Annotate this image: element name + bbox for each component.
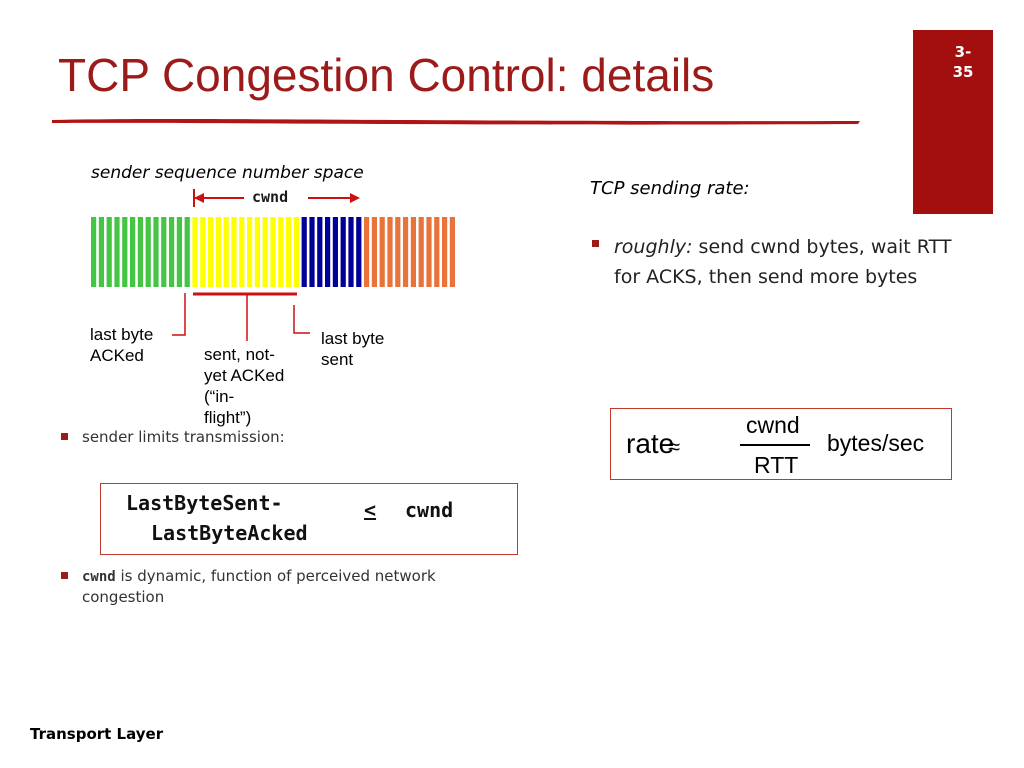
sent-segment bbox=[317, 217, 323, 287]
inequality-box bbox=[100, 483, 518, 555]
formula-numerator: cwnd bbox=[746, 412, 800, 438]
in-flight-segment bbox=[239, 217, 245, 287]
last-byte-sent-label: last byte sent bbox=[321, 329, 385, 369]
sent-segment bbox=[332, 217, 338, 287]
in-flight-segment bbox=[200, 217, 206, 287]
sent-segment bbox=[309, 217, 315, 287]
in-flight-segment bbox=[270, 217, 276, 287]
bullet-roughly: roughly: send cwnd bytes, wait RTT for A… bbox=[614, 236, 952, 288]
acked-segment bbox=[153, 217, 159, 287]
in-flight-segment bbox=[231, 217, 237, 287]
acked-segment bbox=[176, 217, 182, 287]
bullet-cwnd-dynamic: cwnd is dynamic, function of perceived n… bbox=[82, 567, 436, 606]
in-flight-segment bbox=[293, 217, 299, 287]
in-flight-segment bbox=[286, 217, 292, 287]
formula-units: bytes/sec bbox=[827, 430, 925, 456]
acked-segment bbox=[98, 217, 104, 287]
bullet-sender-limits: sender limits transmission: bbox=[82, 428, 285, 446]
acked-segment bbox=[145, 217, 151, 287]
acked-segment bbox=[161, 217, 167, 287]
in-flight-segment bbox=[223, 217, 229, 287]
in-flight-segment bbox=[247, 217, 253, 287]
in-flight-segment bbox=[192, 217, 198, 287]
unsent-segment bbox=[442, 217, 448, 287]
last-byte-acked-label: last byte ACKed bbox=[90, 325, 154, 365]
unsent-segment bbox=[418, 217, 424, 287]
acked-segment bbox=[169, 217, 175, 287]
formula-rate: rate bbox=[626, 428, 675, 459]
inequality-rhs: cwnd bbox=[405, 498, 454, 522]
cwnd-label: cwnd bbox=[252, 188, 289, 206]
formula-denominator: RTT bbox=[754, 452, 799, 478]
fraction-bar bbox=[740, 444, 810, 446]
in-flight-segment bbox=[262, 217, 268, 287]
unsent-segment bbox=[403, 217, 409, 287]
inequality-operator: < bbox=[364, 498, 377, 522]
seq-space-label: sender sequence number space bbox=[91, 163, 364, 183]
footer-label: Transport Layer bbox=[30, 725, 164, 743]
page-number: 3- 35 bbox=[952, 43, 974, 81]
sent-segment bbox=[340, 217, 346, 287]
acked-segment bbox=[106, 217, 112, 287]
unsent-segment bbox=[395, 217, 401, 287]
bullet-marker bbox=[61, 572, 68, 579]
sending-rate-heading: TCP sending rate: bbox=[590, 178, 750, 199]
sent-segment bbox=[325, 217, 331, 287]
page-title: TCP Congestion Control: details bbox=[58, 49, 715, 101]
in-flight-segment bbox=[278, 217, 284, 287]
acked-segment bbox=[130, 217, 136, 287]
unsent-segment bbox=[449, 217, 455, 287]
sent-segment bbox=[356, 217, 362, 287]
pointer-lines bbox=[172, 292, 310, 341]
unsent-segment bbox=[426, 217, 432, 287]
title-underline bbox=[52, 119, 860, 125]
cwnd-arrow bbox=[193, 189, 360, 207]
formula-approx: ≈ bbox=[668, 434, 681, 459]
acked-segment bbox=[114, 217, 120, 287]
in-flight-segment bbox=[208, 217, 214, 287]
unsent-segment bbox=[379, 217, 385, 287]
unsent-segment bbox=[410, 217, 416, 287]
in-flight-segment bbox=[215, 217, 221, 287]
sent-segment bbox=[348, 217, 354, 287]
sequence-bar bbox=[91, 217, 455, 287]
bullet-marker bbox=[61, 433, 68, 440]
inequality-lhs: LastByteSent- LastByteAcked bbox=[126, 491, 308, 545]
acked-segment bbox=[122, 217, 128, 287]
acked-segment bbox=[184, 217, 190, 287]
unsent-segment bbox=[387, 217, 393, 287]
bullet-marker bbox=[592, 240, 599, 247]
unsent-segment bbox=[364, 217, 370, 287]
sent-segment bbox=[301, 217, 307, 287]
acked-segment bbox=[91, 217, 97, 287]
unsent-segment bbox=[371, 217, 377, 287]
unsent-segment bbox=[434, 217, 440, 287]
acked-segment bbox=[137, 217, 143, 287]
in-flight-label: sent, not- yet ACKed (“in- flight”) bbox=[204, 345, 285, 427]
page-number-box bbox=[913, 30, 993, 214]
in-flight-segment bbox=[254, 217, 260, 287]
